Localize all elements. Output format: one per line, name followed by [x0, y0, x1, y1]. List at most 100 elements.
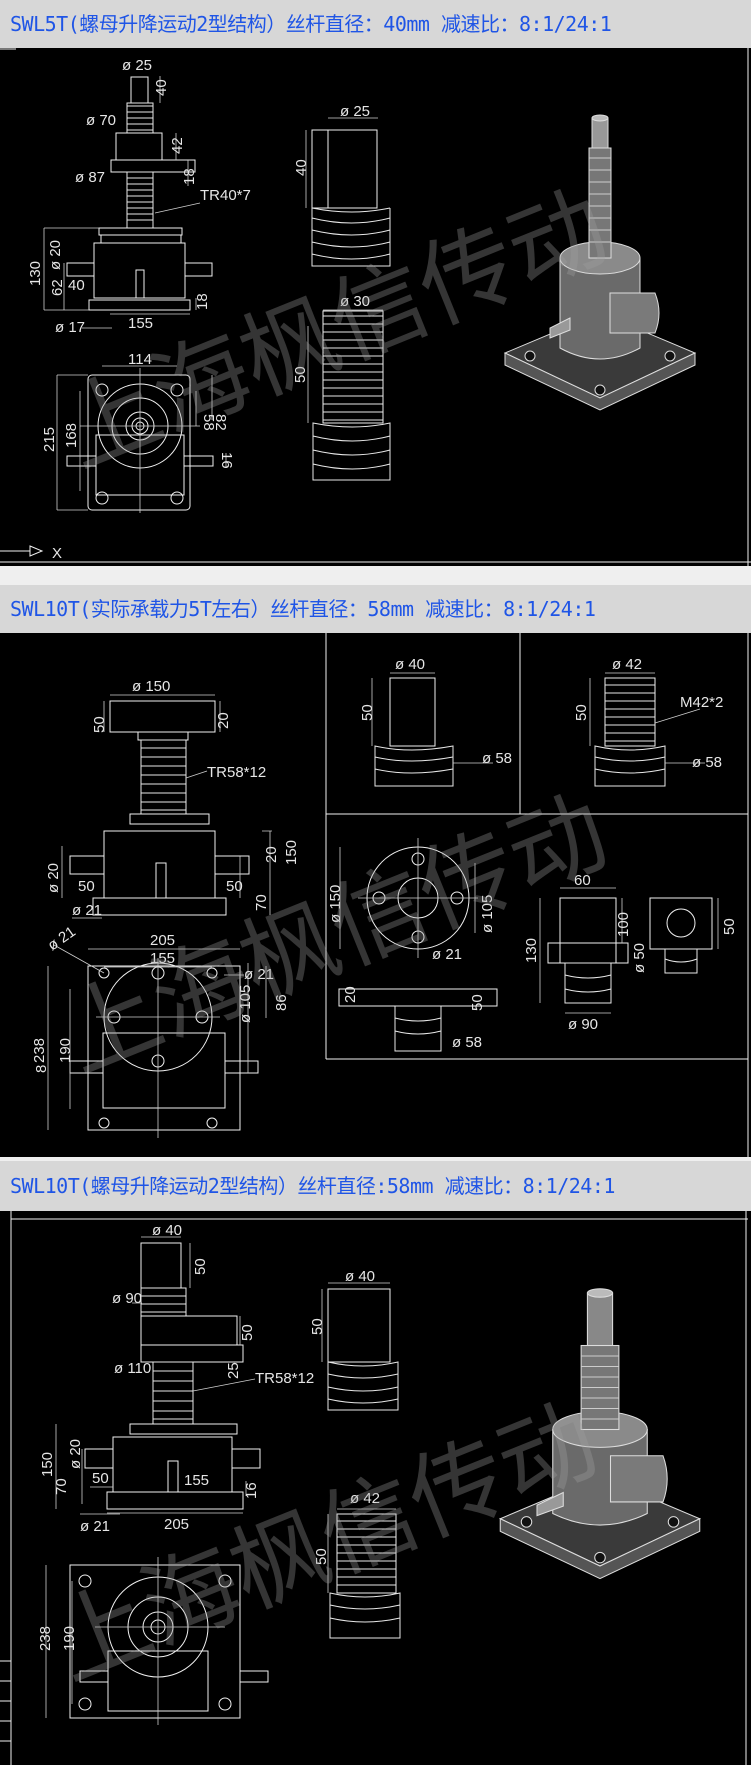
dim-flange-hole: ø 21 — [432, 946, 462, 963]
dim-hole-pitch: 190 — [61, 1626, 78, 1651]
dim-nut-diameter: ø 42 — [612, 656, 642, 673]
dim-thread-length: 50 — [292, 366, 309, 383]
dim-flange-diameter: ø 87 — [75, 169, 105, 186]
dim-block-height: 130 — [523, 938, 540, 963]
dim-input-shaft-diameter: ø 20 — [45, 863, 62, 893]
dim-shaft-length-right: 50 — [226, 878, 243, 895]
section-gap — [0, 566, 751, 585]
dim-end-diameter: ø 40 — [395, 656, 425, 673]
dim-key-width: 8 — [33, 1065, 50, 1073]
thread-spec: TR40*7 — [200, 187, 251, 204]
section-2-header: SWL10T(实际承载力5T左右）丝杆直径：58mm 减速比：8:1/24:1 — [0, 585, 751, 633]
dim-key-width: 16 — [243, 1482, 260, 1499]
cad-drawing-swl5t: ø 25 40 ø 70 42 ø 87 18 TR40*7 130 ø 20 … — [0, 48, 751, 566]
dim-thread-diameter: ø 42 — [350, 1490, 380, 1507]
thread-spec-nut: M42*2 — [680, 694, 723, 711]
dim-nut-diameter: ø 70 — [86, 112, 116, 129]
dim-input-shaft-diameter: ø 20 — [67, 1439, 84, 1469]
dim-center-height: 70 — [53, 1478, 70, 1495]
dim-hole-diameter: ø 21 — [244, 966, 274, 983]
thread-spec: TR58*12 — [207, 764, 266, 781]
section-2-title: SWL10T(实际承载力5T左右）丝杆直径：58mm 减速比：8:1/24:1 — [10, 597, 596, 621]
dim-input-shaft-diameter: ø 20 — [47, 240, 64, 270]
dim-block-width: 60 — [574, 872, 591, 889]
dim-nut-diameter: ø 90 — [112, 1290, 142, 1307]
dim-detail-diameter: ø 40 — [345, 1268, 375, 1285]
jack-front-view — [61, 694, 272, 919]
cad-drawing-swl10t-type2: ø 40 50 ø 90 50 ø 110 25 TR58*12 150 ø 2… — [0, 1211, 748, 1765]
watermark: 上海枫信传动 — [47, 775, 623, 1095]
dim-offset-58: 58 — [200, 414, 217, 431]
dim-hole-diameter: ø 17 — [55, 319, 85, 336]
dim-hole-pitch: 168 — [63, 423, 80, 448]
dim-hole-pitch: 190 — [57, 1038, 74, 1063]
dim-shaft-diameter: ø 40 — [152, 1222, 182, 1239]
dim-base-width: 205 — [164, 1516, 189, 1533]
threaded-detail — [327, 1508, 401, 1639]
section-2-drawing: ø 150 50 20 TR58*12 ø 20 50 ø 21 20 150 … — [0, 633, 751, 1157]
dim-detail-diameter: ø 25 — [340, 103, 370, 120]
nut-thread-detail — [589, 672, 705, 787]
dim-shaft-length: 50 — [192, 1258, 209, 1275]
dim-shaft-length: 40 — [68, 277, 85, 294]
dim-base-length: 215 — [41, 427, 58, 452]
drawing-grid — [325, 633, 749, 1157]
dim-detail-length: 40 — [293, 159, 310, 176]
dim-thread-diameter: ø 58 — [482, 750, 512, 767]
dim-shaft-length: 40 — [153, 79, 170, 96]
dim-base-thickness: 18 — [194, 293, 211, 310]
section-gap — [0, 1157, 751, 1161]
dim-offset-82: 82 — [212, 414, 229, 431]
dim-thread-length: 50 — [313, 1548, 330, 1565]
dim-height: 130 — [27, 261, 44, 286]
screw-end-detail — [321, 1282, 399, 1411]
dim-height: 150 — [283, 840, 300, 865]
dim-block-inner-height: 100 — [615, 912, 632, 937]
jack-3d-render — [498, 1288, 702, 1580]
section-1-drawing: ø 25 40 ø 70 42 ø 87 18 TR40*7 130 ø 20 … — [0, 48, 751, 566]
dim-nut-height: 50 — [239, 1324, 256, 1341]
dim-nut-height: 42 — [169, 137, 186, 154]
dim-nut-length: 50 — [573, 704, 590, 721]
ucs-axis-icon — [0, 545, 44, 557]
dim-hole-spacing: 155 — [150, 950, 175, 967]
dim-shaft-length: 50 — [92, 1470, 109, 1487]
screw-end-detail — [305, 117, 391, 267]
section-3-header: SWL10T(螺母升降运动2型结构）丝杆直径:58mm 减速比：8:1/24:1 — [0, 1161, 751, 1211]
section-3-drawing: ø 40 50 ø 90 50 ø 110 25 TR58*12 150 ø 2… — [0, 1211, 751, 1765]
dim-flange-thickness: 25 — [225, 1362, 242, 1379]
dim-flange-diameter: ø 110 — [114, 1360, 151, 1377]
section-3-title: SWL10T(螺母升降运动2型结构）丝杆直径:58mm 减速比：8:1/24:1 — [10, 1174, 615, 1198]
dim-base-length: 238 — [37, 1626, 54, 1651]
flange-detail — [338, 838, 498, 1052]
dim-base-length: 238 — [31, 1038, 48, 1063]
dim-shaft-length-left: 50 — [78, 878, 95, 895]
ruler-ticks — [0, 1660, 11, 1742]
cad-drawing-swl10t: ø 150 50 20 TR58*12 ø 20 50 ø 21 20 150 … — [31, 633, 749, 1157]
dim-end-length: 50 — [359, 704, 376, 721]
dim-base-width: 155 — [128, 315, 153, 332]
dim-block-thread: ø 90 — [568, 1016, 598, 1033]
dim-height: 150 — [39, 1452, 56, 1477]
dim-base-width: 205 — [150, 932, 175, 949]
dim-nut-thread-diameter: ø 58 — [692, 754, 722, 771]
dim-center-height: 70 — [253, 894, 270, 911]
frame-line — [10, 1211, 748, 1765]
dim-shaft-diameter: ø 25 — [122, 57, 152, 74]
dim-shaft-center-height: 62 — [49, 279, 66, 296]
dim-side-height: 50 — [721, 918, 738, 935]
jack-front-view — [55, 1236, 261, 1515]
dim-thread-diameter: ø 30 — [340, 293, 370, 310]
section-1-header: SWL5T(螺母升降运动2型结构）丝杆直径：40mm 减速比：8:1/24:1 — [0, 0, 751, 48]
dim-plate-thickness: 20 — [215, 712, 232, 729]
dim-flange-thickness: 20 — [342, 986, 359, 1003]
jack-3d-render — [503, 114, 697, 411]
block-detail — [539, 887, 719, 1014]
dim-detail-length: 50 — [309, 1318, 326, 1335]
dim-block-bore: ø 50 — [631, 943, 648, 973]
dim-hole-diameter: ø 21 — [80, 1518, 110, 1535]
threaded-detail — [307, 309, 391, 481]
jack-top-view — [47, 944, 267, 1138]
jack-front-view — [43, 76, 213, 329]
jack-top-view — [56, 365, 227, 513]
